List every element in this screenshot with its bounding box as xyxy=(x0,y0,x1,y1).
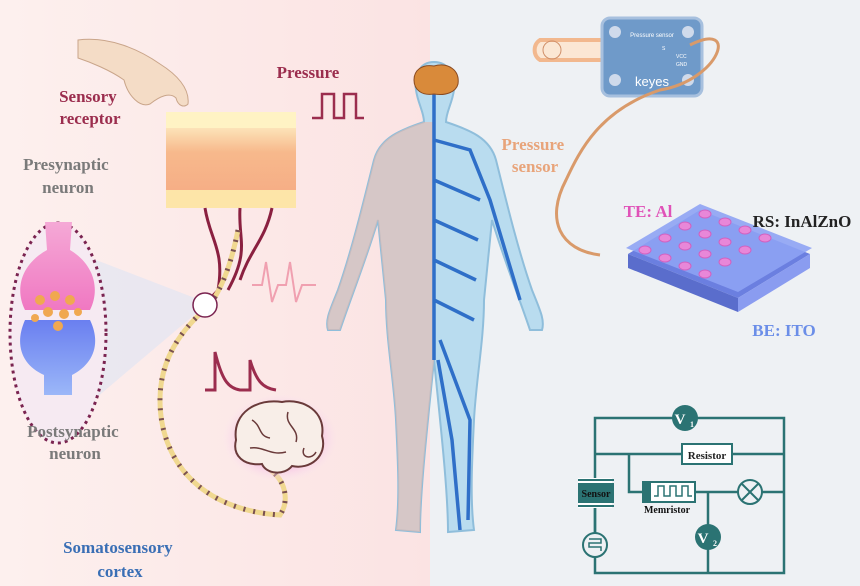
bottom-electrode-label: BE: ITO xyxy=(752,321,815,340)
somatosensory-label: Somatosensory cortex xyxy=(63,538,177,581)
resistive-layer-label: RS: InAlZnO xyxy=(753,212,852,231)
pin-gnd: GND xyxy=(676,62,688,68)
sensor-cable xyxy=(555,37,720,257)
resistor xyxy=(681,443,733,465)
resistor-label: Resistor xyxy=(688,450,727,462)
body-brain-icon xyxy=(413,64,459,95)
top-electrode-label: TE: Al xyxy=(624,202,673,221)
pressure-label: Pressure xyxy=(277,63,340,82)
presynaptic-terminal xyxy=(20,222,95,310)
memristor-device xyxy=(626,204,812,312)
voltmeter-v2 xyxy=(695,524,721,550)
v2-sub: 2 xyxy=(713,539,717,548)
v2-label: V xyxy=(698,531,709,547)
postsynaptic-label: Postsynaptic neuron xyxy=(27,422,123,463)
sensor-label: Sensor xyxy=(582,489,611,500)
v1-sub: 1 xyxy=(690,420,694,429)
presynaptic-label: Presynaptic neuron xyxy=(23,155,113,197)
module-title: Pressure sensor xyxy=(630,33,674,39)
pressure-sensor-module: Pressure sensor S VCC GND keyes xyxy=(532,16,704,98)
pressure-pulse-icon xyxy=(312,92,364,120)
neurotransmitters xyxy=(31,291,82,331)
postsynaptic-terminal xyxy=(20,320,96,395)
memristor-label: Memristor xyxy=(644,505,691,516)
voltmeter-v1 xyxy=(672,405,698,431)
human-body xyxy=(326,60,544,534)
finger-icon xyxy=(77,38,189,107)
skin-block xyxy=(166,112,296,208)
sensor-component xyxy=(578,478,614,508)
sensory-receptor-label: Sensory receptor xyxy=(59,87,121,128)
memristor-component xyxy=(642,481,696,503)
synapse-marker xyxy=(192,292,218,318)
module-brand: keyes xyxy=(635,74,669,89)
action-potential-icon xyxy=(252,261,316,303)
brain-icon xyxy=(234,400,325,474)
pressure-sensor-label: Pressure sensor xyxy=(502,135,569,176)
v1-label: V xyxy=(675,412,686,428)
top-electrodes xyxy=(638,209,772,279)
pressure-element-icon xyxy=(582,532,608,558)
pin-vcc: VCC xyxy=(676,54,687,60)
pin-s: S xyxy=(662,46,666,52)
spike-train-icon xyxy=(205,351,277,392)
